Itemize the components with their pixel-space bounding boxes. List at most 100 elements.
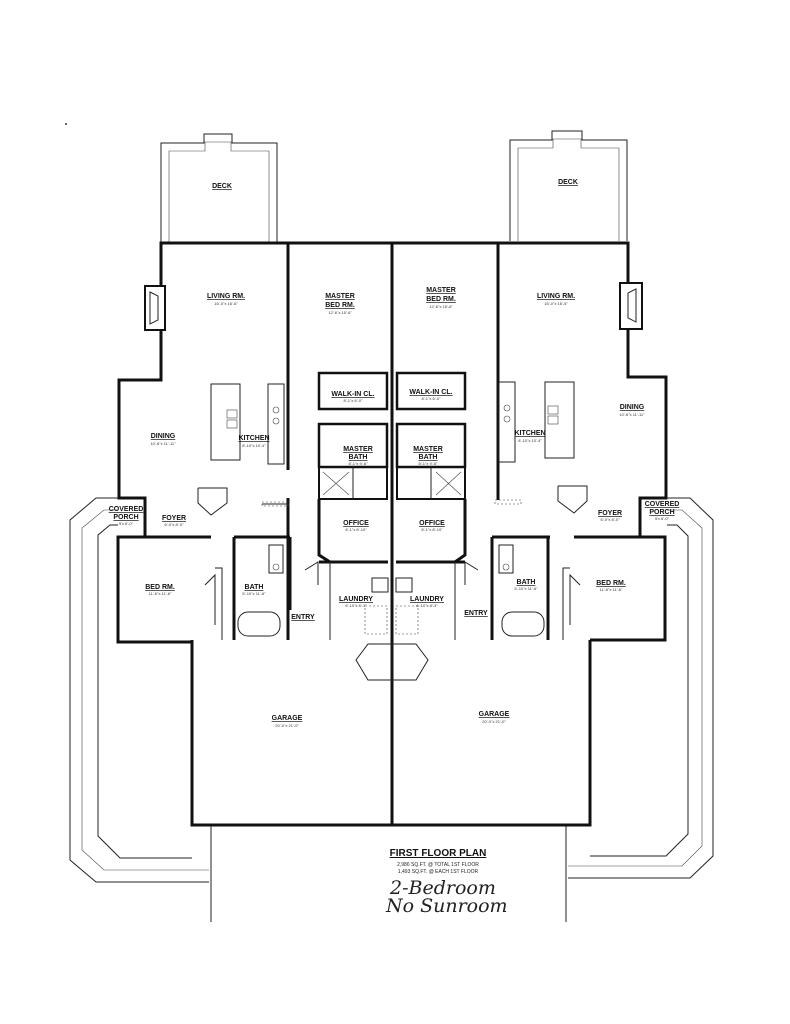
room-label-laundry-right: LAUNDRY 6'-10"x 8'-3" <box>410 596 444 608</box>
svg-text:MASTER: MASTER <box>426 287 456 294</box>
driveway-apron <box>210 825 567 922</box>
svg-text:DINING: DINING <box>151 433 176 440</box>
svg-text:MASTER: MASTER <box>325 293 355 300</box>
garage-entry-bump <box>355 643 429 681</box>
deck-right <box>509 130 628 241</box>
svg-text:OFFICE: OFFICE <box>419 520 445 527</box>
room-label-dining-left: DINING 10'-6"x 11'-11" <box>150 433 176 446</box>
svg-text:6'-10"x 8'-3": 6'-10"x 8'-3" <box>416 603 438 608</box>
svg-text:DECK: DECK <box>212 183 232 190</box>
plan-each-sqft: 1,493 SQ.FT. @ EACH 1ST FLOOR <box>398 869 479 875</box>
svg-text:20'-0"x 21'-0": 20'-0"x 21'-0" <box>275 723 299 728</box>
svg-text:BED RM.: BED RM. <box>145 584 175 591</box>
room-label-living-right: LIVING RM. 16'-0"x 16'-5" <box>537 293 575 306</box>
room-label-office-left: OFFICE 8'-1"x 8'-10" <box>343 520 369 532</box>
svg-text:LAUNDRY: LAUNDRY <box>410 596 444 603</box>
deck-left <box>160 133 278 243</box>
svg-text:OFFICE: OFFICE <box>343 520 369 527</box>
svg-text:20'-0"x 21'-0": 20'-0"x 21'-0" <box>482 719 506 724</box>
room-label-entry-left: ENTRY <box>291 614 315 621</box>
site-walkway-right <box>568 497 714 879</box>
left-unit-interior-walls <box>120 243 389 640</box>
svg-text:16'-0"x 16'-6": 16'-0"x 16'-6" <box>214 301 238 306</box>
svg-text:WALK-IN CL.: WALK-IN CL. <box>331 391 374 398</box>
room-label-living-left: LIVING RM. 16'-0"x 16'-6" <box>207 293 245 306</box>
room-label-office-right: OFFICE 8'-1"x 8'-10" <box>419 520 445 532</box>
room-label-bath-right: BATH 5'-10"x 11'-6" <box>514 579 538 591</box>
svg-text:KITCHEN: KITCHEN <box>514 430 545 437</box>
room-label-garage-right: GARAGE 20'-0"x 21'-0" <box>479 711 510 724</box>
exterior-walls <box>116 241 668 827</box>
room-label-deck-right: DECK <box>558 179 578 186</box>
plan-total-sqft: 2,986 SQ.FT. @ TOTAL 1ST FLOOR <box>397 862 479 868</box>
svg-text:DECK: DECK <box>558 179 578 186</box>
svg-text:6'-0"x 8'-0": 6'-0"x 8'-0" <box>600 517 620 522</box>
svg-text:LIVING RM.: LIVING RM. <box>207 293 245 300</box>
svg-text:KITCHEN: KITCHEN <box>238 435 269 442</box>
svg-text:8'-1"x 6'-0": 8'-1"x 6'-0" <box>343 398 363 403</box>
room-label-kitchen-left: KITCHEN 8'-10"x 10'-4" <box>238 435 269 448</box>
room-label-master-left: MASTER BED RM. 12'-6"x 15'-6" <box>325 293 355 315</box>
svg-text:WALK-IN CL.: WALK-IN CL. <box>409 389 452 396</box>
svg-text:5'x 6'-0": 5'x 6'-0" <box>655 516 670 521</box>
title-block: FIRST FLOOR PLAN 2,986 SQ.FT. @ TOTAL 1S… <box>385 848 508 917</box>
room-label-deck-left: DECK <box>212 183 232 190</box>
svg-text:MASTER: MASTER <box>343 446 373 453</box>
svg-text:BATH: BATH <box>245 584 264 591</box>
svg-text:FOYER: FOYER <box>598 510 622 517</box>
svg-text:6'-0"x 8'-0": 6'-0"x 8'-0" <box>164 522 184 527</box>
room-label-bed-right: BED RM. 11'-6"x 11'-6" <box>596 580 626 592</box>
svg-text:16'-0"x 16'-5": 16'-0"x 16'-5" <box>544 301 568 306</box>
room-label-laundry-left: LAUNDRY 6'-10"x 8'-3" <box>339 596 373 608</box>
svg-text:5'-10"x 11'-6": 5'-10"x 11'-6" <box>514 586 538 591</box>
svg-text:COVERED: COVERED <box>645 501 680 508</box>
svg-text:BATH: BATH <box>349 454 368 461</box>
room-label-porch-right: COVERED PORCH 5'x 6'-0" <box>645 501 680 521</box>
svg-text:DINING: DINING <box>620 404 645 411</box>
svg-text:COVERED: COVERED <box>109 506 144 513</box>
site-walkway-left <box>69 497 209 883</box>
fireplace-right <box>619 282 643 330</box>
svg-text:10'-6"x 11'-11": 10'-6"x 11'-11" <box>150 441 176 446</box>
room-label-kitchen-right: KITCHEN 8'-10"x 10'-4" <box>514 430 545 443</box>
svg-text:BED RM.: BED RM. <box>325 302 355 309</box>
svg-text:8'-10"x 10'-4": 8'-10"x 10'-4" <box>242 443 266 448</box>
room-label-foyer-right: FOYER 6'-0"x 8'-0" <box>598 510 622 522</box>
svg-text:8'-1"x 9'-6": 8'-1"x 9'-6" <box>418 461 438 466</box>
svg-text:8'-10"x 10'-4": 8'-10"x 10'-4" <box>518 438 542 443</box>
room-label-walkin-right: WALK-IN CL. 8'-1"x 6'-0" <box>409 389 452 401</box>
svg-text:BATH: BATH <box>419 454 438 461</box>
svg-text:11'-6"x 11'-6": 11'-6"x 11'-6" <box>600 587 623 592</box>
room-label-master-bath-left: MASTER BATH 8'-1"x 9'-6" <box>343 446 373 466</box>
svg-text:5'-10"x 11'-6": 5'-10"x 11'-6" <box>242 591 266 596</box>
svg-text:8'-1"x 6'-0": 8'-1"x 6'-0" <box>421 396 441 401</box>
svg-text:6'-10"x 8'-3": 6'-10"x 8'-3" <box>345 603 367 608</box>
svg-text:LIVING RM.: LIVING RM. <box>537 293 575 300</box>
right-unit-interior-walls <box>395 243 664 640</box>
room-label-walkin-left: WALK-IN CL. 8'-1"x 6'-0" <box>331 391 374 403</box>
svg-text:PORCH: PORCH <box>649 509 674 516</box>
svg-text:ENTRY: ENTRY <box>291 614 315 621</box>
fireplace-left <box>144 285 166 331</box>
svg-text:MASTER: MASTER <box>413 446 443 453</box>
room-label-entry-right: ENTRY <box>464 610 488 617</box>
svg-text:12'-6"x 15'-6": 12'-6"x 15'-6" <box>328 310 352 315</box>
svg-text:BED RM.: BED RM. <box>426 296 456 303</box>
scan-speck <box>65 123 67 125</box>
svg-text:ENTRY: ENTRY <box>464 610 488 617</box>
svg-text:BATH: BATH <box>517 579 536 586</box>
room-label-bed-left: BED RM. 11'-6"x 11'-6" <box>145 584 175 596</box>
plan-title: FIRST FLOOR PLAN <box>390 848 487 859</box>
svg-text:8'-1"x 8'-10": 8'-1"x 8'-10" <box>345 527 367 532</box>
handwritten-note-bedroom: 2-Bedroom <box>389 877 496 899</box>
svg-text:GARAGE: GARAGE <box>479 711 510 718</box>
room-label-dining-right: DINING 10'-6"x 11'-11" <box>619 404 645 417</box>
room-label-foyer-left: FOYER 6'-0"x 8'-0" <box>162 515 186 527</box>
handwritten-note-sunroom: No Sunroom <box>385 895 508 917</box>
svg-text:GARAGE: GARAGE <box>272 715 303 722</box>
svg-text:FOYER: FOYER <box>162 515 186 522</box>
room-label-porch-left: COVERED PORCH 5'x 6'-0" <box>109 506 144 526</box>
svg-text:8'-1"x 9'-6": 8'-1"x 9'-6" <box>348 461 368 466</box>
svg-text:11'-6"x 11'-6": 11'-6"x 11'-6" <box>149 591 172 596</box>
